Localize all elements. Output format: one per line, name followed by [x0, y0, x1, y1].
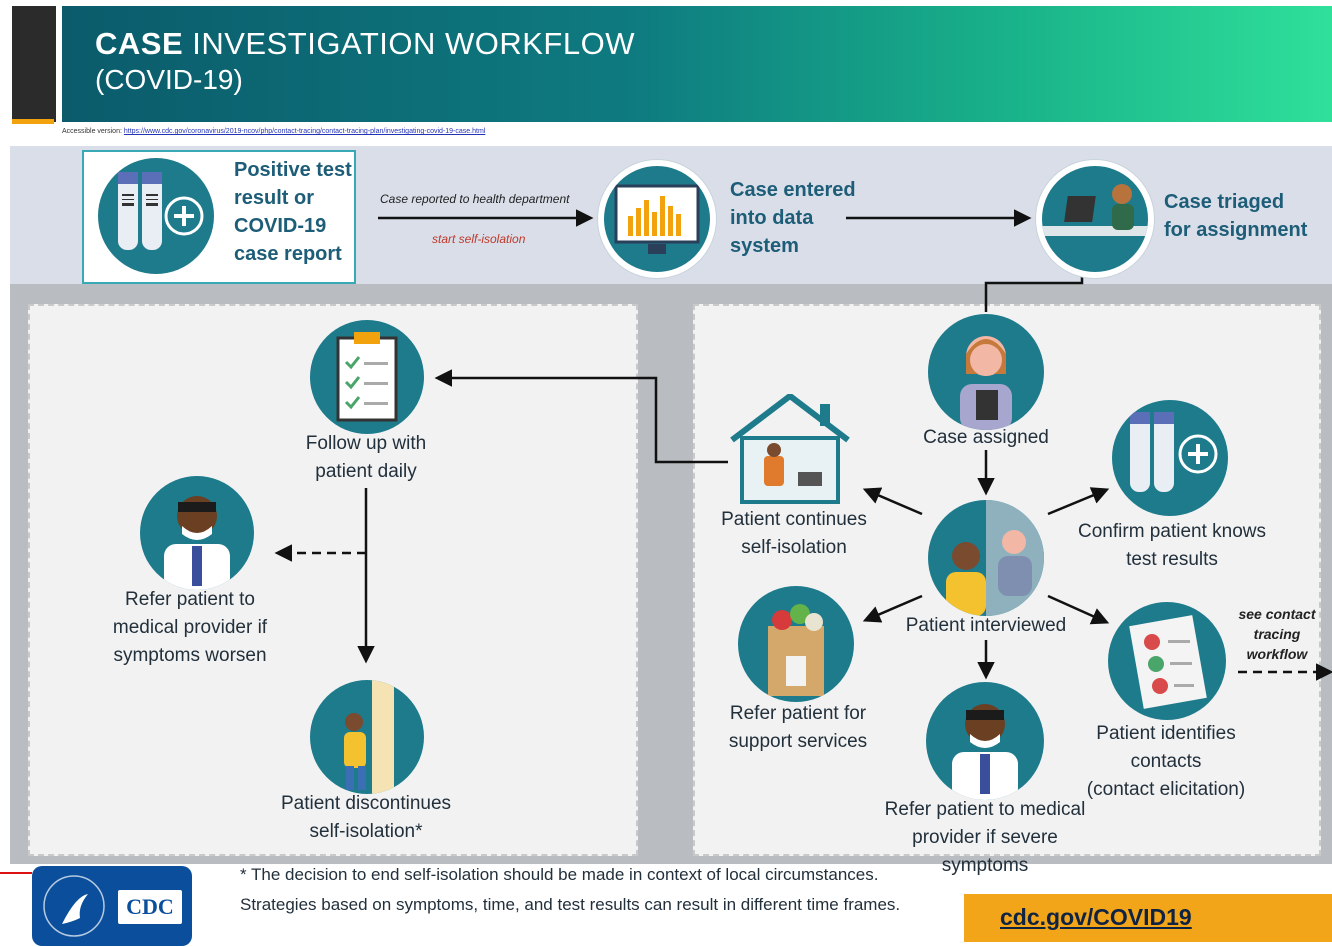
- arrow-continues-followup: [434, 369, 728, 464]
- connector-triaged-assigned: [984, 270, 1084, 312]
- cdc-url-link[interactable]: cdc.gov/COVID19: [1000, 904, 1192, 930]
- contact-list-icon: [1108, 602, 1226, 720]
- contacts-label: Patient identifies contacts(contact elic…: [1086, 723, 1246, 800]
- accessible-version-link[interactable]: https://www.cdc.gov/coronavirus/2019-nco…: [123, 128, 486, 135]
- footnote: * The decision to end self-isolation sho…: [240, 865, 901, 914]
- computer-chart-icon: [598, 160, 716, 278]
- interviewed-label: Patient interviewed: [905, 615, 1067, 636]
- url-banner: [964, 894, 1332, 942]
- doctor-icon-severe: [926, 682, 1044, 800]
- test-tubes-icon: [98, 158, 214, 274]
- red-rule: [0, 872, 32, 874]
- case-assigned-label: Case assigned: [923, 427, 1049, 448]
- arrow-to-continues: [862, 487, 923, 516]
- header-gold-accent: [12, 119, 54, 124]
- page-subtitle: (COVID-19): [95, 64, 243, 95]
- arrow-to-confirm: [1047, 487, 1110, 516]
- cdc-logo-text: CDC: [118, 890, 182, 924]
- doctor-icon-worsen: [140, 476, 254, 590]
- clipboard-icon: [310, 320, 424, 434]
- arrow-label-reported: Case reported to health department: [380, 192, 570, 206]
- header-dark-block: [12, 6, 56, 122]
- arrow-label-isolation: start self-isolation: [432, 232, 526, 246]
- page-title: CASE INVESTIGATION WORKFLOW: [95, 26, 635, 61]
- door-exit-icon: [310, 680, 424, 794]
- header-banner: [62, 6, 1332, 122]
- arrow-to-contacts: [1047, 594, 1110, 625]
- accessible-version-line: Accessible version: https://www.cdc.gov/…: [62, 128, 486, 135]
- triage-desk-icon: [1036, 160, 1154, 278]
- case-worker-icon: [928, 314, 1044, 430]
- groceries-icon: [738, 586, 854, 702]
- phone-interview-icon: [928, 500, 1044, 616]
- test-results-icon: [1112, 400, 1228, 516]
- home-isolation-icon: [728, 392, 852, 504]
- arrow-to-support: [862, 594, 923, 623]
